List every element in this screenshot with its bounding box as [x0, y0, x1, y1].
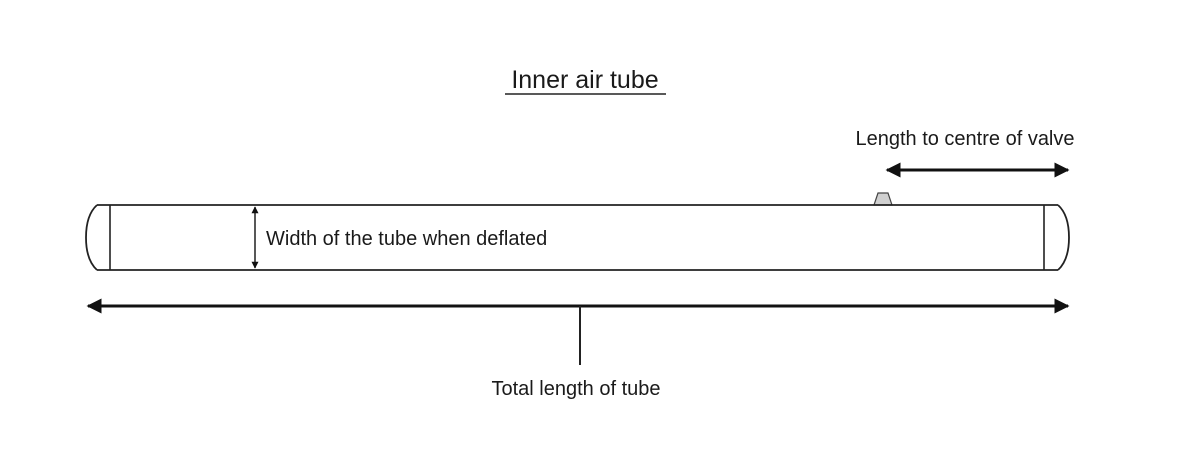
tube-right-cap: [1057, 204, 1070, 271]
valve-length-label: Length to centre of valve: [855, 128, 1074, 150]
total-length-label: Total length of tube: [491, 378, 660, 400]
width-label: Width of the tube when deflated: [266, 228, 547, 250]
valve: [873, 192, 893, 206]
diagram-title: Inner air tube: [511, 66, 658, 94]
tube: [85, 204, 1070, 271]
tube-left-cap: [85, 204, 98, 271]
